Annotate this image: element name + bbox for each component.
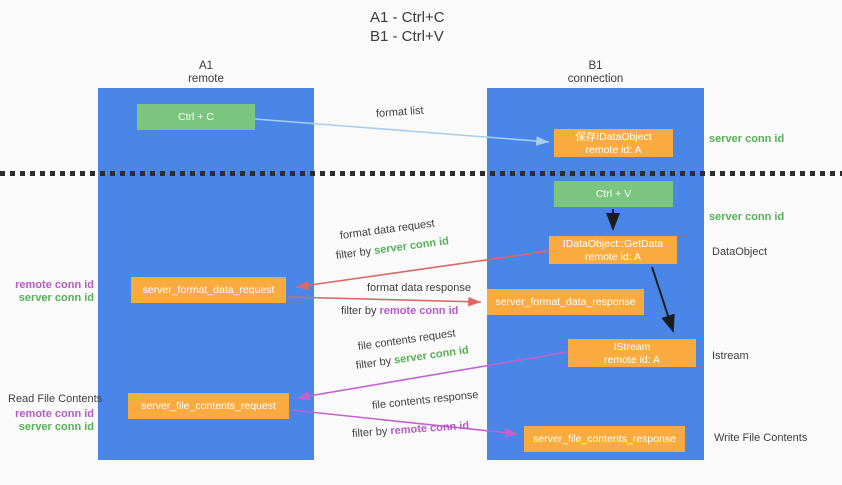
lifeline-header-b1: B1 connection	[487, 60, 704, 86]
node-idataobject-getdata: IDataObject::GetData remote id: A	[549, 236, 677, 264]
lifeline-a1-role: remote	[188, 73, 224, 85]
side-label-server-conn-id-upper: server conn id	[18, 291, 94, 304]
node-save-idataobject-line2: remote id: A	[585, 144, 642, 156]
lifeline-header-a1: A1 remote	[98, 60, 314, 86]
node-server-format-data-response: server_format_data_response	[487, 289, 644, 315]
filter-by-text: filter by	[341, 305, 380, 317]
node-ctrl-c: Ctrl + C	[137, 104, 255, 130]
node-ctrl-v: Ctrl + V	[554, 181, 673, 207]
side-label-istream: Istream	[712, 350, 749, 362]
node-server-file-contents-response: server_file_contents_response	[524, 426, 685, 452]
title-line-b1: B1 - Ctrl+V	[370, 28, 444, 45]
title-line-a1: A1 - Ctrl+C	[370, 9, 445, 26]
lifeline-b1-id: B1	[588, 60, 603, 72]
node-istream-line1: IStream	[613, 341, 651, 353]
diagram-title: A1 - Ctrl+C B1 - Ctrl+V	[370, 8, 445, 46]
side-label-server-conn-id-mid: server conn id	[709, 211, 785, 223]
side-label-read-file-contents: Read File Contents	[8, 393, 103, 405]
phase-separator-dotted-line	[0, 171, 842, 176]
remote-conn-id-text: remote conn id	[390, 419, 470, 438]
node-getdata-line2: remote id: A	[584, 251, 642, 263]
label-filter-by-remote-conn-id-1: filter by remote conn id	[341, 305, 458, 317]
side-label-dataobject: DataObject	[712, 246, 768, 258]
node-save-idataobject: 保存IDataObject remote id: A	[554, 129, 673, 157]
label-filter-by-remote-conn-id-2: filter by remote conn id	[352, 420, 470, 440]
filter-by-text: filter by	[355, 354, 395, 372]
filter-by-text: filter by	[335, 245, 375, 262]
node-server-format-data-request: server_format_data_request	[131, 277, 286, 303]
node-istream-line2: remote id: A	[603, 354, 661, 366]
node-server-file-contents-request: server_file_contents_request	[128, 393, 289, 419]
side-label-write-file-contents: Write File Contents	[714, 432, 808, 444]
label-file-contents-response: file contents response	[371, 388, 480, 412]
server-conn-id-text: server conn id	[373, 235, 450, 257]
lifeline-b1-role: connection	[567, 73, 624, 85]
node-getdata-line1: IDataObject::GetData	[562, 238, 664, 250]
side-label-remote-conn-id-lower: remote conn id	[15, 408, 94, 420]
node-istream: IStream remote id: A	[568, 339, 696, 367]
side-label-conn-ids-upper: remote conn id server conn id	[9, 279, 94, 304]
lifeline-a1-id: A1	[198, 60, 214, 72]
label-format-list: format list	[375, 104, 424, 120]
side-label-server-conn-id-lower: server conn id	[18, 420, 94, 433]
label-format-data-response: format data response	[367, 282, 471, 294]
side-label-conn-ids-lower: remote conn id server conn id	[9, 408, 94, 433]
filter-by-text: filter by	[351, 425, 391, 440]
arrow-format-data-response	[287, 296, 482, 307]
node-save-idataobject-line1: 保存IDataObject	[575, 131, 652, 143]
server-conn-id-text: server conn id	[393, 344, 470, 367]
side-label-server-conn-id-top: server conn id	[709, 133, 785, 145]
remote-conn-id-text: remote conn id	[379, 305, 459, 317]
side-label-remote-conn-id-upper: remote conn id	[15, 279, 94, 291]
